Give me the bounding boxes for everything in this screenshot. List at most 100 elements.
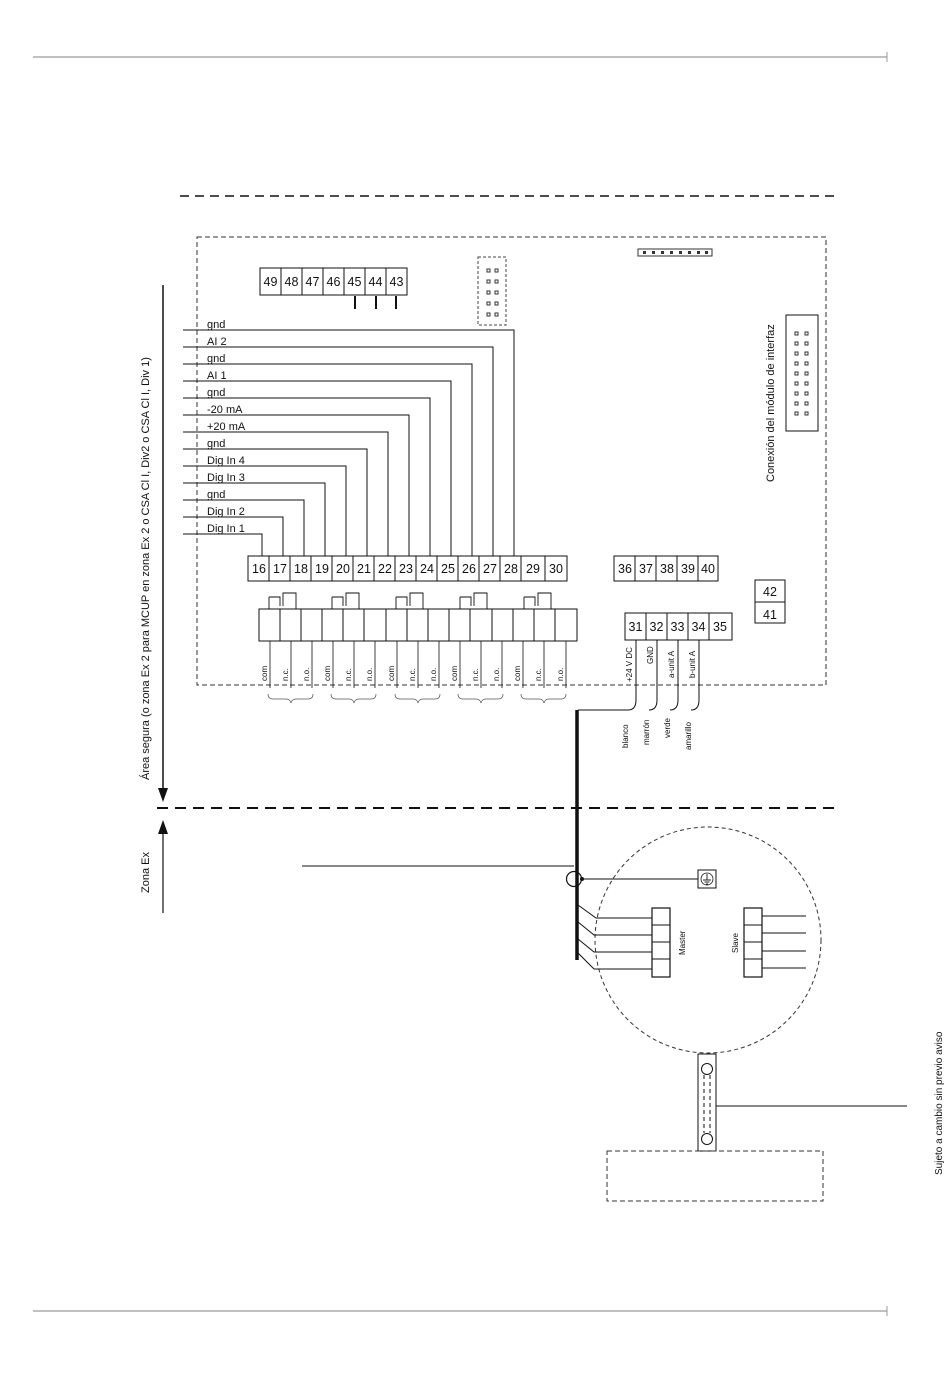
bus-terminal-block: 31 32 33 34 35 [624,612,733,641]
relay-4-no-label: n.o. [492,668,501,681]
terminal-35: 35 [713,620,727,634]
wire-color-amarillo: amarillo [684,721,693,750]
relay-5-com-label: com [513,666,522,681]
terminal-20: 20 [336,562,350,576]
safe-area-label: Área segura (o zona Ex 2 para MCUP en zo… [139,357,152,780]
terminal-29: 29 [526,562,540,576]
terminal-42: 42 [763,585,777,599]
slave-label: Slave [731,932,740,953]
signal-labels: gnd AI 2 gnd AI 1 gnd -20 mA +20 mA gnd … [207,319,246,535]
relay-1-com-label: com [260,666,269,681]
analyzer-unit-outline [594,826,822,1054]
terminal-26: 26 [462,562,476,576]
relay-leads [269,641,567,688]
terminal-27: 27 [483,562,497,576]
terminal-25: 25 [441,562,455,576]
bus-signal-labels: +24 V DC GND a-unit A b-unit A [625,646,697,682]
signal-label-ai2: AI 2 [207,336,227,348]
terminal-43: 43 [390,275,404,289]
signal-label-ai1: AI 1 [207,370,227,382]
terminal-48: 48 [285,275,299,289]
ribbon-header-connector [477,256,507,326]
safe-area-arrow [158,285,168,802]
bus-wires [578,640,700,711]
terminal-40: 40 [701,562,715,576]
terminal-33: 33 [671,620,685,634]
relay-symbols [268,592,552,609]
cable-gland-symbol [565,870,583,888]
terminal-19: 19 [315,562,329,576]
board-outline [196,236,827,686]
terminal-41: 41 [763,608,777,622]
signal-label-minus-20ma: -20 mA [207,404,243,416]
terminal-36: 36 [618,562,632,576]
master-wires [577,904,652,970]
relay-contact-labels: com n.c. n.o. com n.c. n.o. com n.c. n.o… [260,666,565,681]
relay-1-no-label: n.o. [302,668,311,681]
terminal-46: 46 [327,275,341,289]
pin-header-connector [637,248,713,257]
signal-label-dig-in-1: Dig In 1 [207,523,245,535]
relay-4-nc-label: n.c. [471,668,480,681]
relay-3-no-label: n.o. [429,668,438,681]
wire-color-labels: blanco marrón verde amarillo [621,717,693,750]
terminal-16: 16 [252,562,266,576]
master-terminal-block [651,907,671,978]
relay-2-nc-label: n.c. [344,668,353,681]
master-label: Master [678,930,687,955]
terminal-21: 21 [357,562,371,576]
signal-label-dig-in-2: Dig In 2 [207,506,245,518]
relay-3-nc-label: n.c. [408,668,417,681]
terminal-30: 30 [549,562,563,576]
signal-label-gnd-26: gnd [207,353,225,365]
relay-4-com-label: com [450,666,459,681]
relay-terminal-block [258,608,578,642]
relay-2-com-label: com [323,666,332,681]
terminal-31: 31 [629,620,643,634]
relay-1-nc-label: n.c. [281,668,290,681]
relay-3-com-label: com [387,666,396,681]
terminal-38: 38 [660,562,674,576]
probe-enclosure-outline [606,1150,824,1202]
relay-group-braces [267,693,567,704]
signal-label-gnd-21: gnd [207,438,225,450]
terminal-47: 47 [306,275,320,289]
ground-terminal-icon [697,869,717,889]
terminal-24: 24 [420,562,434,576]
interface-module-connector [785,314,819,432]
signal-label-dig-in-3: Dig In 3 [207,472,245,484]
wire-color-marron: marrón [642,720,651,745]
terminal-28: 28 [504,562,518,576]
top-terminal-block: 49 48 47 46 45 44 43 [259,267,408,309]
terminal-32: 32 [650,620,664,634]
terminal-23: 23 [399,562,413,576]
signal-label-gnd-24: gnd [207,387,225,399]
signal-gnd: GND [646,646,655,664]
terminal-45: 45 [348,275,362,289]
signal-label-gnd-28: gnd [207,319,225,331]
main-terminal-block: 16 17 18 19 20 21 22 23 24 25 26 27 28 2… [247,555,568,582]
signal-a-unit-a: a-unit A [667,650,676,678]
terminal-17: 17 [273,562,287,576]
signal-b-unit-a: b-unit A [688,650,697,678]
ex-zone-arrow [158,820,168,913]
interface-module-label: Conexión del módulo de interfaz [765,324,777,482]
change-notice: Sujeto a cambio sin previo aviso [934,1031,945,1175]
terminal-34: 34 [692,620,706,634]
signal-label-dig-in-4: Dig In 4 [207,455,245,467]
signal-wiring [183,329,515,556]
signal-label-plus-20ma: +20 mA [207,421,246,433]
wire-color-blanco: blanco [621,724,630,748]
terminal-44: 44 [369,275,383,289]
wire-color-verde: verde [663,717,672,738]
terminal-49: 49 [264,275,278,289]
relay-2-no-label: n.o. [365,668,374,681]
slave-terminal-block [743,907,763,978]
probe-cable [697,1053,717,1152]
terminal-37: 37 [639,562,653,576]
relay-5-no-label: n.o. [556,668,565,681]
signal-plus-24vdc: +24 V DC [625,647,634,682]
signal-label-gnd-18: gnd [207,489,225,501]
terminal-18: 18 [294,562,308,576]
